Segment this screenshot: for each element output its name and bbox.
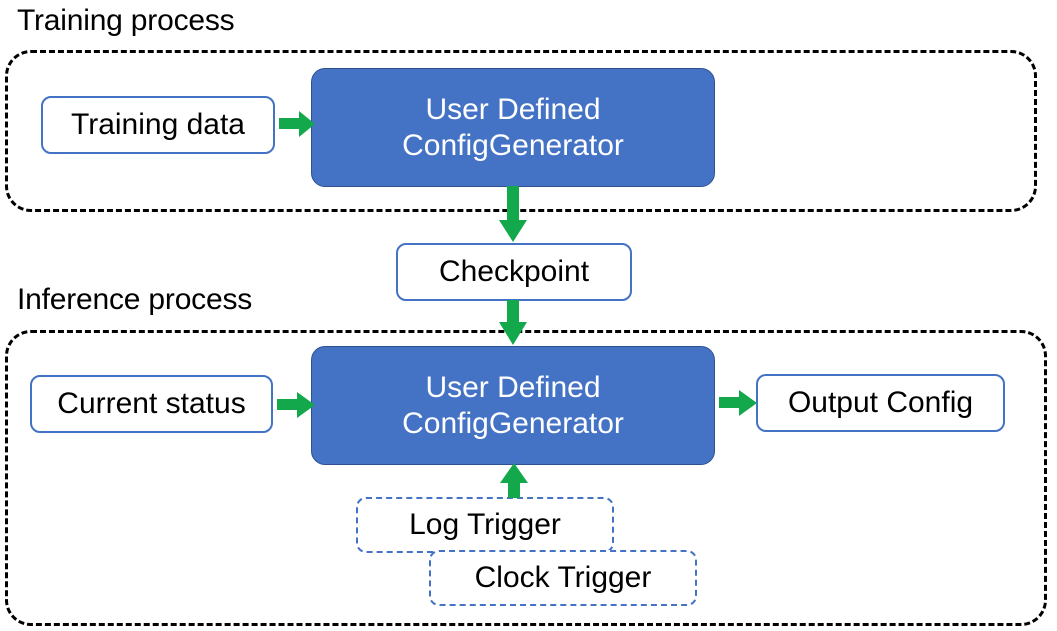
training-process-container [5,50,1037,212]
node-output-config[interactable]: Output Config [756,374,1005,432]
training-process-caption: Training process [17,4,235,37]
node-checkpoint[interactable]: Checkpoint [396,243,632,301]
node-training-config-generator[interactable]: User Defined ConfigGenerator [311,68,715,187]
node-training-config-generator-line1: User Defined [425,92,601,126]
node-log-trigger[interactable]: Log Trigger [356,497,614,553]
node-clock-trigger[interactable]: Clock Trigger [429,550,697,606]
inference-process-caption: Inference process [17,283,253,316]
node-inference-config-generator[interactable]: User Defined ConfigGenerator [311,346,715,465]
node-inference-config-generator-line2: ConfigGenerator [402,406,624,440]
node-training-config-generator-line2: ConfigGenerator [402,128,624,162]
node-inference-config-generator-line1: User Defined [425,370,601,404]
node-training-data[interactable]: Training data [41,96,275,154]
node-current-status[interactable]: Current status [30,375,273,433]
